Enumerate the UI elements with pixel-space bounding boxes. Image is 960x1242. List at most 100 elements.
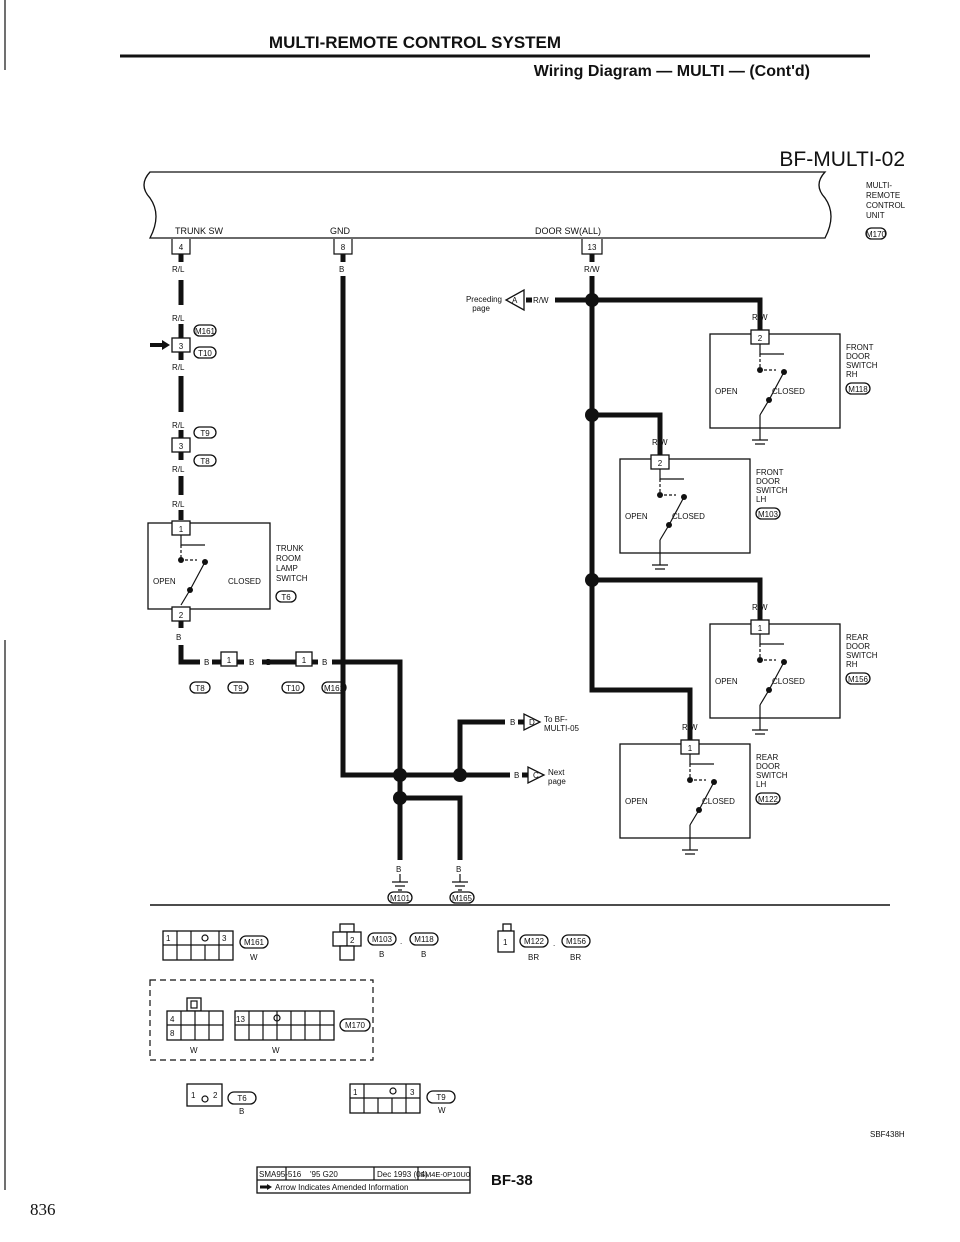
svg-text:B: B (421, 950, 426, 959)
svg-text:T8: T8 (195, 684, 205, 693)
svg-text:B: B (176, 633, 181, 642)
svg-text:B: B (239, 1107, 244, 1116)
svg-text:T9: T9 (233, 684, 243, 693)
svg-text:M156: M156 (566, 937, 587, 946)
door-switch-label: REAR (846, 633, 868, 642)
svg-text:1: 1 (227, 656, 232, 665)
unit-connector-id: M170 (866, 230, 887, 239)
svg-text:Dec 1993 (04): Dec 1993 (04) (377, 1170, 428, 1179)
connector-view-m122-m156: 1 M122 . M156 BR BR (497, 923, 591, 962)
door-switch-label: SWITCH (846, 361, 878, 370)
footer-table: SMA95-516 '95 G20 Dec 1993 (04) SM4E-0P1… (256, 1166, 471, 1194)
connector-d-flag (523, 712, 542, 732)
terminal-label-trunk-sw: TRUNK SW (175, 226, 224, 236)
switch-state-open: OPEN (153, 577, 176, 586)
svg-text:4: 4 (170, 1015, 175, 1024)
door-switch-label: R/W (752, 603, 768, 612)
door-switch-3: R/W 1 OPEN CLOSED REAR DOOR SWITCH LH M1… (619, 723, 788, 855)
door-switch-label: REAR (756, 753, 778, 762)
svg-text:1: 1 (191, 1091, 196, 1100)
svg-text:SMA95-516: SMA95-516 (259, 1170, 302, 1179)
door-switch-circuit: R/W R/W A Preceding page (466, 254, 763, 740)
unit-name-line: UNIT (866, 211, 885, 220)
connector-view-m103-m118: 2 M103 . M118 B B (332, 923, 439, 961)
terminal-label-gnd: GND (330, 226, 351, 236)
svg-text:M165: M165 (452, 894, 473, 903)
door-switch-label: DOOR (756, 762, 780, 771)
door-switch-label: RH (846, 370, 858, 379)
svg-text:M161: M161 (324, 684, 345, 693)
door-switch-1: R/W 2 OPEN CLOSED FRONT DOOR SWITCH LH M… (619, 438, 788, 570)
door-switch-label: M122 (758, 795, 779, 804)
door-switch-label: 2 (658, 459, 663, 468)
page-title: MULTI-REMOTE CONTROL SYSTEM (269, 33, 561, 52)
connector-id-t6: T6 (281, 593, 291, 602)
svg-text:M103: M103 (372, 935, 393, 944)
door-switch-label: 1 (688, 744, 693, 753)
connector-view-m170: 4 8 13 M170 W W (149, 979, 374, 1061)
svg-text:2: 2 (213, 1091, 218, 1100)
svg-text:To BF-: To BF- (544, 715, 568, 724)
svg-text:2: 2 (179, 611, 184, 620)
svg-text:8: 8 (341, 243, 346, 252)
svg-text:C: C (533, 771, 539, 780)
door-switch-label: DOOR (846, 352, 870, 361)
svg-text:T6: T6 (237, 1094, 247, 1103)
svg-text:Preceding: Preceding (466, 295, 502, 304)
svg-text:B: B (204, 658, 209, 667)
svg-text:M122: M122 (524, 937, 545, 946)
svg-text:.: . (553, 939, 555, 948)
ground-icon (752, 439, 768, 445)
unit-pin-13: 13 (581, 239, 603, 255)
door-switch-label: OPEN (715, 387, 738, 396)
unit-pin-4: 4 (171, 239, 191, 255)
door-switch-label: DOOR (756, 477, 780, 486)
svg-text:TRUNK: TRUNK (276, 544, 304, 553)
door-switch-label: SWITCH (846, 651, 878, 660)
door-switch-label: RH (846, 660, 858, 669)
page-code: BF-38 (491, 1172, 533, 1189)
door-switch-label: LH (756, 780, 766, 789)
wire-color-label: R/L (172, 265, 185, 274)
unit-name-line: CONTROL (866, 201, 906, 210)
connector-view-t9: 1 3 T9 W (349, 1083, 456, 1115)
arrow-icon (267, 1184, 272, 1190)
svg-text:W: W (250, 953, 258, 962)
trunk-circuit: R/L R/L 3 M161 T10 R/L R/L 3 T9 T8 R/L R… (147, 254, 403, 775)
door-switch-label: CLOSED (702, 797, 735, 806)
svg-text:'95 G20: '95 G20 (310, 1170, 338, 1179)
door-switch-label: M118 (848, 385, 868, 394)
unit-name-line: REMOTE (866, 191, 900, 200)
svg-text:W: W (438, 1106, 446, 1115)
switch-state-closed: CLOSED (228, 577, 261, 586)
door-switch-label: R/W (682, 723, 698, 732)
unit-pin-8: 8 (333, 239, 353, 255)
svg-text:BR: BR (528, 953, 539, 962)
ground-icon (392, 874, 408, 891)
door-switch-label: SWITCH (756, 486, 788, 495)
svg-text:ROOM: ROOM (276, 554, 301, 563)
svg-text:W: W (190, 1046, 198, 1055)
door-switch-0: R/W 2 OPEN CLOSED FRONT DOOR SWITCH RH M… (709, 313, 878, 445)
door-switch-label: FRONT (846, 343, 874, 352)
svg-text:W: W (272, 1046, 280, 1055)
connector-a-flag (504, 288, 525, 312)
connector-id-m161: M161 (195, 327, 216, 336)
door-switch-label: SWITCH (756, 771, 788, 780)
door-switch-2: R/W 1 OPEN CLOSED REAR DOOR SWITCH RH M1… (709, 603, 878, 735)
page-number: 836 (30, 1200, 56, 1219)
door-switch-label: LH (756, 495, 766, 504)
door-switch-label: 1 (758, 624, 763, 633)
door-switch-label: M103 (758, 510, 779, 519)
wire-color-label: R/L (172, 363, 185, 372)
svg-text:D: D (529, 718, 535, 727)
svg-text:T10: T10 (286, 684, 300, 693)
svg-text:T9: T9 (436, 1093, 446, 1102)
door-switch-label: DOOR (846, 642, 870, 651)
svg-text:B: B (514, 771, 519, 780)
svg-text:A: A (512, 296, 518, 305)
door-switch-label: OPEN (625, 797, 648, 806)
unit-name-line: MULTI- (866, 181, 892, 190)
svg-text:B: B (339, 265, 344, 274)
